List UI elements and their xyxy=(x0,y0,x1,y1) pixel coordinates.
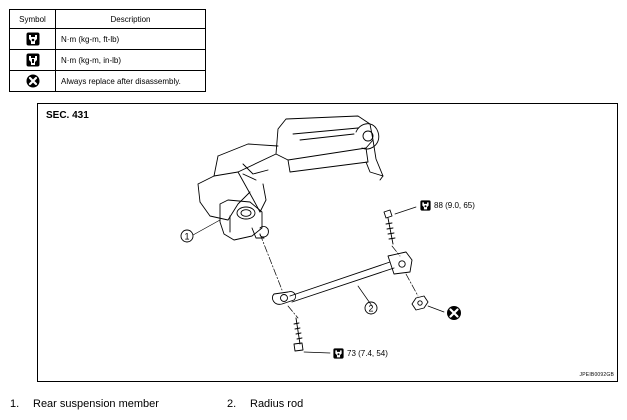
part-name: Radius rod xyxy=(250,398,304,410)
torque-spec-lower: 73 (7.4, 54) xyxy=(333,348,388,359)
legend-header-description: Description xyxy=(55,9,206,29)
callout-2: 2 xyxy=(368,304,373,314)
replace-x-icon xyxy=(26,74,39,88)
part-number: 2. xyxy=(227,398,237,410)
upper-bolt-drawing xyxy=(383,209,396,245)
list-item: 2. Radius rod xyxy=(227,398,303,410)
section-label: SEC. 431 xyxy=(46,110,89,121)
symbol-legend-table: Symbol Description N·m (kg-m, ft-lb) N·m… xyxy=(9,9,206,92)
legend-row: N·m (kg-m, in-lb) xyxy=(9,49,206,71)
radius-rod-drawing xyxy=(271,251,413,305)
part-number: 1. xyxy=(10,398,20,410)
parts-list: 1. Rear suspension member 2. Radius rod xyxy=(0,398,627,414)
lower-bolt-drawing xyxy=(293,317,304,352)
torque-upper-value: 88 (9.0, 65) xyxy=(434,201,475,210)
legend-description: N·m (kg-m, in-lb) xyxy=(55,49,206,71)
torque-lower-value: 73 (7.4, 54) xyxy=(347,349,388,358)
legend-header-symbol: Symbol xyxy=(9,9,56,29)
replace-x-icon xyxy=(447,306,461,320)
suspension-exploded-view: 1 2 xyxy=(180,115,461,354)
legend-symbol-cell xyxy=(9,70,56,92)
legend-description: N·m (kg-m, ft-lb) xyxy=(55,28,206,50)
legend-row: N·m (kg-m, ft-lb) xyxy=(9,28,206,50)
diagram-frame: 1 2 SEC. 431 88 (9.0, 65) 73 (7.4, 54) J… xyxy=(37,103,618,382)
torque-wrench-icon xyxy=(420,200,431,211)
legend-header-row: Symbol Description xyxy=(9,9,206,29)
callout-1: 1 xyxy=(184,232,189,242)
part-name: Rear suspension member xyxy=(33,398,159,410)
legend-row: Always replace after disassembly. xyxy=(9,70,206,92)
legend-symbol-cell xyxy=(9,28,56,50)
legend-symbol-cell xyxy=(9,49,56,71)
suspension-member-drawing xyxy=(197,115,384,221)
figure-id: JPEIB0092GB xyxy=(579,372,614,378)
torque-wrench-icon xyxy=(333,348,344,359)
member-bracket-drawing xyxy=(219,199,269,241)
torque-wrench-small-icon xyxy=(26,53,39,67)
legend-description: Always replace after disassembly. xyxy=(55,70,206,92)
list-item: 1. Rear suspension member xyxy=(10,398,159,410)
nut-drawing xyxy=(411,295,429,311)
torque-wrench-icon xyxy=(26,32,39,46)
torque-spec-upper: 88 (9.0, 65) xyxy=(420,200,475,211)
